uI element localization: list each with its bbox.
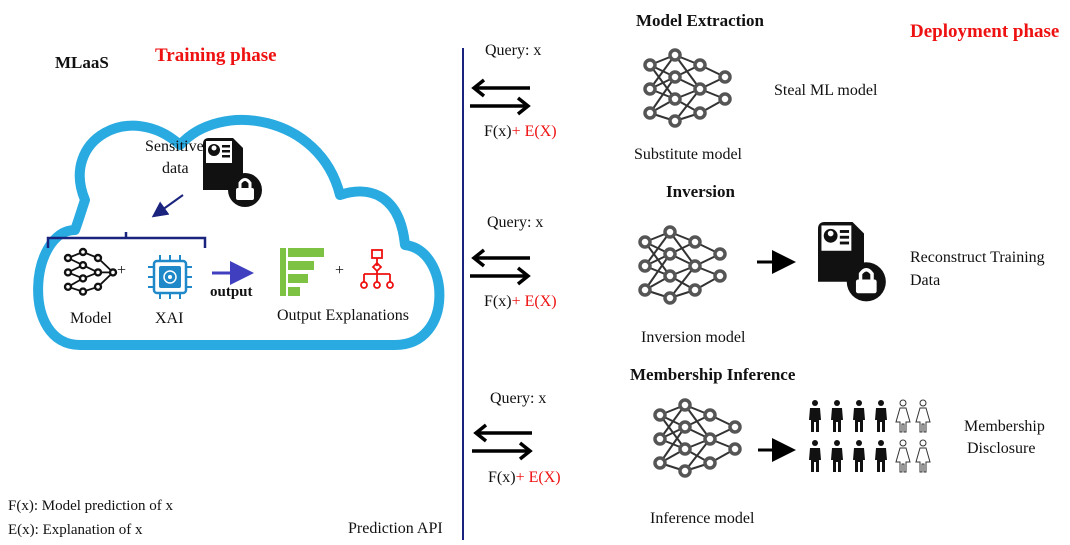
response-label-3: F(x)+ E(X) [488, 469, 561, 486]
membership-result-line1: Membership [964, 418, 1045, 435]
reconstructed-data-icon [816, 220, 888, 304]
legend-ex: E(x): Explanation of x [8, 522, 143, 538]
deployment-phase-title: Deployment phase [910, 21, 1060, 42]
sensitive-data-icon [201, 136, 264, 209]
response-label-1: F(x)+ E(X) [484, 123, 557, 140]
exchange-arrows-3 [472, 423, 533, 461]
plus-sign-1: + [117, 262, 127, 279]
xai-label: XAI [155, 310, 184, 327]
query-label-1: Query: x [485, 42, 542, 59]
inversion-title: Inversion [666, 182, 735, 201]
substitute-model-label: Substitute model [634, 146, 742, 163]
extraction-title: Model Extraction [636, 11, 764, 30]
bracket [46, 232, 207, 248]
query-label-2: Query: x [487, 214, 544, 231]
inference-model-label: Inference model [650, 510, 755, 527]
sensitive-label-line2: data [162, 160, 189, 177]
people-icons [809, 399, 931, 473]
mlaas-title: MLaaS [55, 53, 109, 72]
xai-chip-icon [148, 255, 192, 299]
cloud-shape [33, 114, 445, 350]
decision-tree-icon [360, 249, 394, 289]
query-label-3: Query: x [490, 390, 547, 407]
extraction-result: Steal ML model [774, 82, 878, 99]
training-phase-title: Training phase [155, 45, 277, 66]
exchange-arrows-2 [470, 248, 531, 286]
feature-bars-icon [280, 248, 324, 296]
output-explanations-label: Output Explanations [277, 307, 409, 324]
membership-title: Membership Inference [630, 365, 796, 384]
legend-fx: F(x): Model prediction of x [8, 498, 173, 514]
model-network-icon [63, 247, 118, 296]
inversion-result-line2: Data [910, 272, 941, 289]
sensitive-label-line1: Sensitive [145, 138, 204, 155]
response-label-2: F(x)+ E(X) [484, 293, 557, 310]
plus-sign-2: + [335, 262, 345, 279]
output-label: output [210, 284, 253, 300]
inversion-model-label: Inversion model [641, 329, 746, 346]
data-flow-arrow [151, 194, 184, 218]
inversion-model-network [638, 225, 727, 305]
membership-result-line2: Disclosure [967, 440, 1036, 457]
prediction-api-label: Prediction API [348, 520, 443, 537]
substitute-model-network [643, 48, 732, 128]
model-label: Model [70, 310, 112, 327]
inference-model-network [653, 398, 742, 478]
inversion-result-line1: Reconstruct Training [910, 249, 1045, 266]
exchange-arrows-1 [470, 78, 531, 116]
